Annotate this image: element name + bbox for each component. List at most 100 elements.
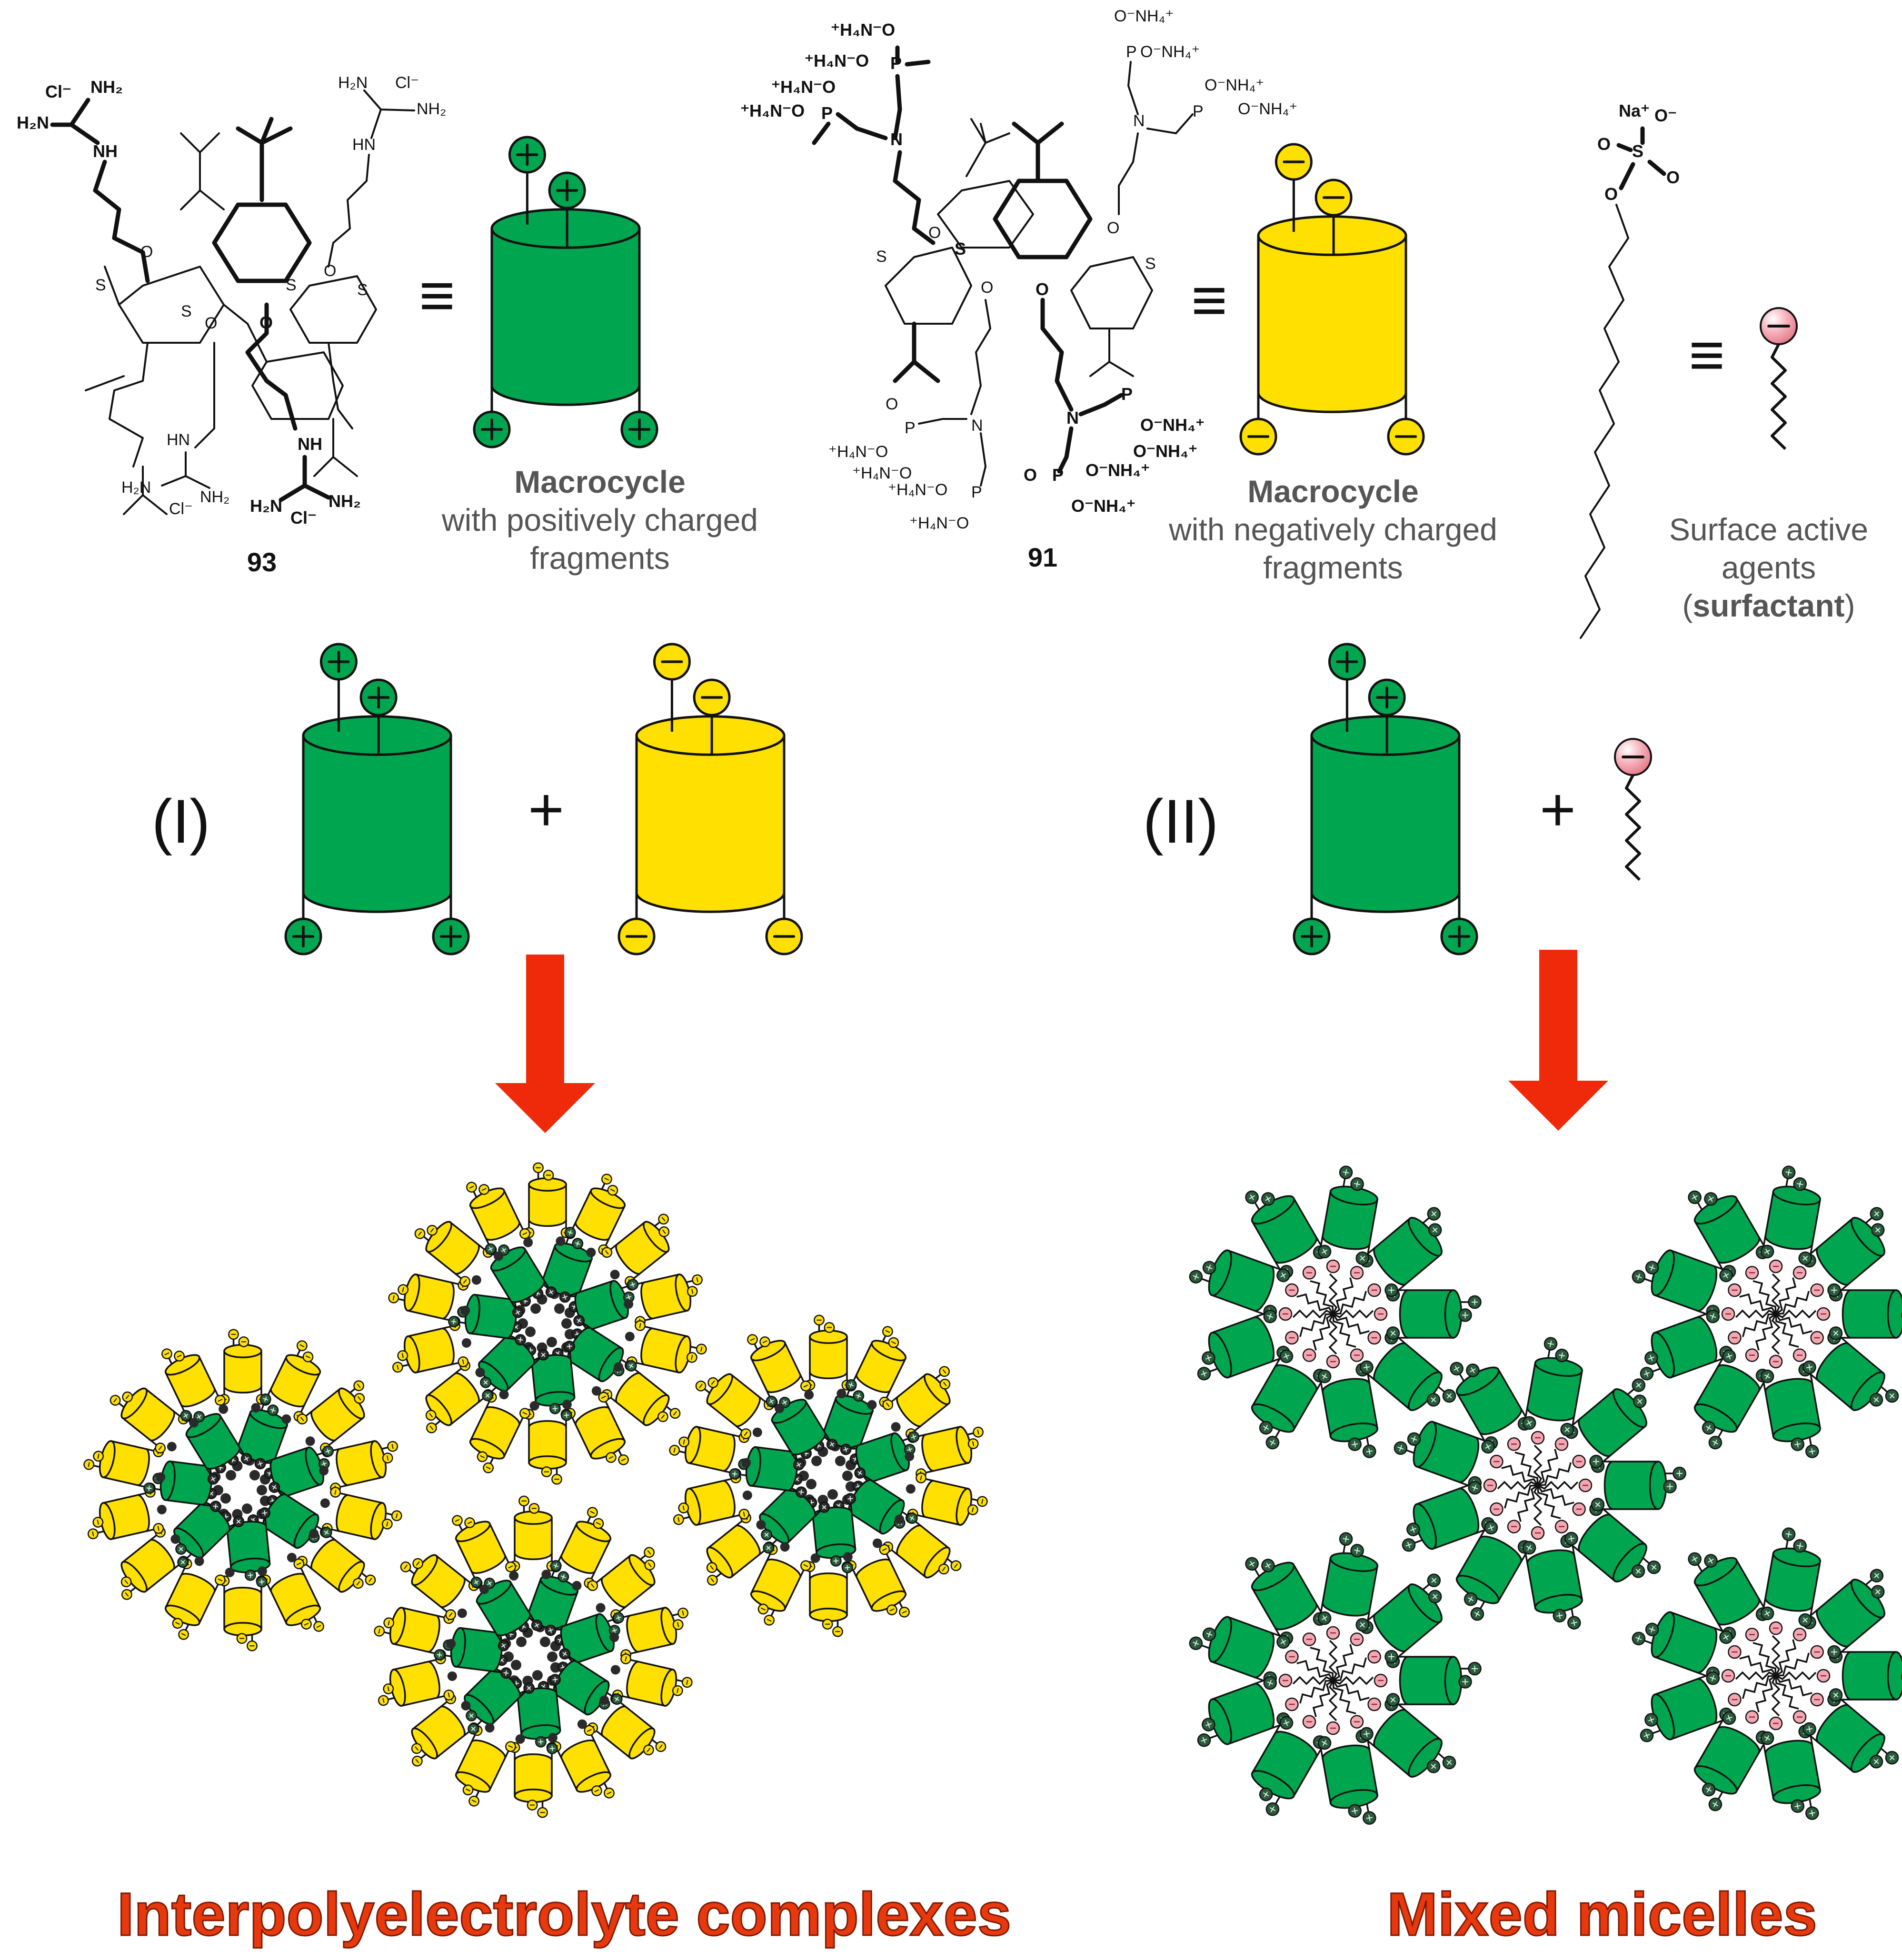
equivalence-sign: ≡: [1689, 320, 1725, 389]
surfactant-tail: [1775, 1291, 1810, 1315]
positive-charge-icon: [284, 917, 322, 955]
counterion-dot: [249, 1470, 260, 1481]
counterion-dot: [219, 1404, 229, 1414]
anionic-macrocycle: [750, 1544, 811, 1626]
negative-charge-icon: [1387, 418, 1425, 456]
anionic-macrocycle: [846, 1544, 910, 1618]
surfactant-tail: [1775, 1652, 1810, 1677]
cationic-macrocycle: [840, 1431, 920, 1492]
mixed-micelle: [1632, 1527, 1902, 1820]
caption-macrocycle-negative-line2: fragments: [1263, 550, 1403, 585]
ammonium-phosphonate-label: O⁻NH₄⁺: [1071, 496, 1135, 516]
anionic-macrocycle: [509, 1495, 558, 1572]
surfactant-tail: [1328, 1640, 1338, 1681]
amine-label: NH₂: [90, 77, 123, 97]
surfactant-tail: [1537, 1449, 1559, 1486]
reaction-arrow-left: [495, 955, 595, 1133]
cationic-macrocycle: [1693, 1707, 1774, 1811]
ammonium-phosphonate-label: ⁺H₄N⁻O: [909, 514, 969, 532]
surfactant-tail: [1775, 1277, 1797, 1315]
counterion-dot: [523, 1237, 533, 1247]
anionic-macrocycle: [804, 1314, 853, 1391]
cationic-macrocycle-symbol: [1293, 643, 1478, 955]
amine-label: NH: [298, 434, 322, 454]
counterion-dot: [872, 1538, 882, 1548]
surfactant-tail: [1328, 1313, 1338, 1355]
caption-macrocycle-positive-line1: with positively charged: [441, 502, 758, 537]
counterion-dot: [810, 1553, 820, 1563]
counterion-dot: [541, 1570, 551, 1580]
surfactant-tail: [1517, 1484, 1538, 1522]
counterion-dot: [225, 1567, 235, 1577]
anionic-macrocycle: [466, 1182, 530, 1255]
sulfur-label: S: [1145, 255, 1156, 273]
cationic-macrocycle: [1313, 1165, 1379, 1268]
anionic-macrocycle: [455, 1725, 516, 1807]
counterion-dot: [287, 1552, 297, 1562]
oxygen-label: O: [1666, 168, 1680, 187]
cationic-macrocycle: [1245, 1190, 1332, 1283]
caption-surfactant-line1: Surface active: [1669, 512, 1868, 547]
anionic-macrocycle-symbol: [1239, 143, 1425, 456]
cationic-macrocycle: [1688, 1190, 1774, 1283]
negative-charge-icon: [653, 643, 691, 681]
surfactant-tail: [1312, 1313, 1334, 1351]
counterion-dot: [516, 1636, 527, 1647]
counterion-dot: [596, 1603, 606, 1613]
surfactant-tail: [1299, 1680, 1334, 1704]
surfactant-tail: [1537, 1481, 1579, 1490]
cationic-macrocycle: [254, 1445, 334, 1507]
sulfur-label: S: [357, 281, 368, 299]
counterion-dot: [775, 1403, 785, 1413]
surfactant-tail: [1333, 1291, 1367, 1315]
counterion-dot: [836, 1389, 846, 1399]
sulfur-label: S: [876, 248, 887, 266]
surfactant-tail: [1537, 1485, 1574, 1506]
ammonium-phosphonate-label: O⁻NH₄⁺: [1085, 460, 1150, 480]
ammonium-phosphonate-label: ⁺H₄N⁻O: [805, 51, 869, 70]
counterion-dot: [548, 1733, 558, 1743]
anionic-macrocycle: [673, 1472, 750, 1526]
anionic-macrocycle: [452, 1515, 516, 1589]
counterion-dot: [610, 1270, 620, 1280]
cationic-macrocycle: [1384, 1283, 1482, 1345]
reaction-arrow-right: [1508, 950, 1608, 1131]
positive-charge-icon: [508, 136, 546, 174]
mixed-micelle: [1394, 1337, 1686, 1630]
surfactant-tail: [1537, 1485, 1561, 1519]
amine-label: H₂N: [338, 74, 368, 92]
counterion-dot: [624, 1299, 634, 1309]
anionic-macrocycle: [907, 1425, 984, 1479]
positive-charge-icon: [359, 678, 398, 716]
cationic-macrocycle: [227, 1393, 289, 1479]
counterion-dot: [752, 1427, 762, 1437]
mixed-micelle: [1189, 1532, 1482, 1825]
structure-93: Cl⁻ NH₂ H₂N NH H₂N Cl⁻ NH₂ HN S S S S O …: [17, 74, 446, 527]
nitrogen-label: N: [1066, 408, 1079, 428]
cationic-macrocycle: [173, 1488, 245, 1568]
ammonium-phosphonate-label: O⁻NH₄⁺: [1205, 76, 1264, 94]
sodium-label: Na⁺: [1619, 101, 1650, 120]
ammonium-phosphonate-label: ⁺H₄N⁻O: [771, 77, 836, 97]
positive-charge-icon: [1440, 917, 1478, 955]
surfactant-tail: [1497, 1481, 1538, 1490]
mixed-micelle: [1189, 1165, 1482, 1458]
caption-macrocycle-negative-line1: with negatively charged: [1168, 512, 1497, 547]
counterion-dot: [156, 1472, 166, 1482]
caption-macrocycle-positive-line2: fragments: [530, 540, 669, 576]
amine-label: NH₂: [200, 488, 229, 506]
counterion-dot: [741, 1458, 751, 1468]
ammonium-phosphonate-label: O⁻NH₄⁺: [1140, 43, 1200, 61]
ammonium-phosphonate-label: O⁻NH₄⁺: [1133, 441, 1197, 461]
surfactant-symbol: [1760, 307, 1798, 450]
surfactant-tail: [1310, 1280, 1334, 1314]
cationic-macrocycle: [1755, 1527, 1822, 1630]
positive-charge-icon: [548, 171, 586, 209]
oxygen-label: O: [886, 395, 898, 413]
phosphorus-label: P: [1121, 384, 1133, 404]
cationic-macrocycle: [729, 1446, 812, 1498]
plus-sign: +: [1540, 775, 1576, 844]
anionic-macrocycle: [260, 1340, 321, 1422]
surfactant-tail: [1332, 1313, 1356, 1348]
